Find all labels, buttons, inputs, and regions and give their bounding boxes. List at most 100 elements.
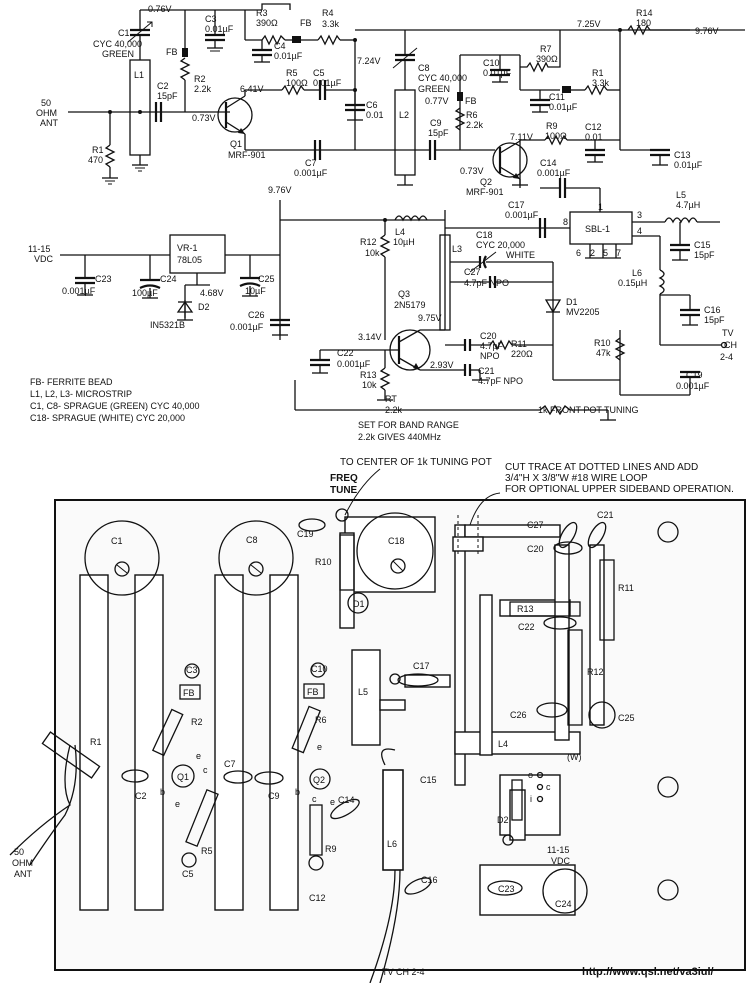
d2-part: IN5321B	[150, 320, 185, 330]
l4-label: L4	[395, 227, 405, 237]
pcb-label: FB	[307, 687, 319, 697]
c20-type: NPO	[480, 351, 500, 361]
c24-value: 100µF	[132, 288, 158, 298]
d1-label: D1	[566, 297, 578, 307]
voltage-label: 4.68V	[200, 288, 224, 298]
c15-label: C15	[694, 240, 711, 250]
c24-label: C24	[160, 274, 177, 284]
tv-output-label: TV	[722, 328, 734, 338]
pin-letter: b	[160, 787, 165, 797]
pcb-label: C9	[268, 791, 280, 801]
c18-trimmer	[356, 512, 434, 590]
pcb-label: D2	[497, 815, 509, 825]
supply-label: 11-15	[28, 244, 50, 254]
supply-label: VDC	[34, 254, 54, 264]
pcb-label: C25	[618, 713, 635, 723]
pin-letter: o	[528, 770, 533, 780]
c17-value: 0.001µF	[505, 210, 539, 220]
c19-value: 0.001µF	[676, 381, 710, 391]
pcb-label: L5	[358, 687, 368, 697]
pin-label: 1	[598, 202, 603, 212]
pcb-label: C24	[555, 899, 572, 909]
r3-label: R3	[256, 8, 268, 18]
c22-label: C22	[337, 348, 354, 358]
r10-label: R10	[594, 338, 611, 348]
pin-letter: b	[295, 787, 300, 797]
rt-value: 2.2k	[385, 405, 403, 415]
mounting-hole	[657, 776, 679, 798]
c5-value: 0.01µF	[313, 78, 342, 88]
voltage-label: 9.76V	[268, 185, 292, 195]
c26-value: 0.001µF	[230, 322, 264, 332]
io-labels: 50 OHM ANT 11-15 VDC TV CH 2-4	[28, 98, 737, 362]
antenna-label: OHM	[12, 858, 33, 868]
pin-letter: e	[330, 797, 335, 807]
c6-value: 0.01	[366, 110, 384, 120]
pcb-label: L6	[387, 839, 397, 849]
voltage-label: 9.75V	[418, 313, 442, 323]
c23-value: 0.001µF	[62, 286, 96, 296]
pcb-label: C10	[311, 664, 328, 674]
pcb-label: FB	[183, 688, 195, 698]
l1-label: L1	[134, 70, 144, 80]
pcb-label: R1	[90, 737, 102, 747]
freq-tune-label: FREQ	[330, 473, 358, 484]
c26-label: C26	[248, 310, 265, 320]
pin-label: 7	[616, 248, 621, 258]
pcb-label: R11	[618, 583, 634, 593]
c21-label: C21	[478, 366, 495, 376]
r11-value: 220Ω	[511, 349, 533, 359]
c1-value: CYC 40,000	[93, 39, 142, 49]
c25-value: 10µF	[245, 286, 266, 296]
c4-value: 0.01µF	[274, 51, 303, 61]
pin-letter: e	[196, 751, 201, 761]
r1b-value: 3.3k	[592, 78, 610, 88]
legend-line: C1, C8- SPRAGUE (GREEN) CYC 40,000	[30, 401, 200, 411]
pcb-label: L4	[498, 739, 508, 749]
c14-value: 0.001µF	[537, 168, 571, 178]
r6-value: 2.2k	[466, 120, 484, 130]
c25-capacitor	[588, 701, 616, 729]
legend-line: L1, L2, L3- MICROSTRIP	[30, 389, 132, 399]
pin-label: 6	[576, 248, 581, 258]
voltage-label: 2.93V	[430, 360, 454, 370]
c25-label: C25	[258, 274, 275, 284]
voltage-label: 0.77V	[425, 96, 449, 106]
pcb-labels: C1 C8 C18 C19 R10 D1 C27 C21 C20 R11 R13…	[90, 510, 635, 909]
voltage-label: 7.25V	[577, 19, 601, 29]
r2-value: 2.2k	[194, 84, 212, 94]
c11-value: 0.01µF	[549, 102, 578, 112]
pin-letter: e	[317, 742, 322, 752]
q3-part: 2N5179	[394, 300, 426, 310]
c8-value: CYC 40,000	[418, 73, 467, 83]
freq-tune-label: TUNE	[330, 485, 358, 496]
r13-value: 10k	[362, 380, 377, 390]
rt-label: RT	[385, 394, 397, 404]
pin-letter: c	[203, 765, 208, 775]
r7-label: R7	[540, 44, 552, 54]
c2-label: C2	[157, 81, 169, 91]
pcb-label: C12	[309, 893, 326, 903]
r12-value: 10k	[365, 248, 380, 258]
l3-label: L3	[452, 244, 462, 254]
ferrite-bead-label: FB	[465, 96, 477, 106]
pcb-label: C26	[510, 710, 527, 720]
pin-letter: c	[312, 794, 317, 804]
c16-label: C16	[704, 305, 721, 315]
c17-label: C17	[508, 200, 525, 210]
rt-note: SET FOR BAND RANGE	[358, 420, 459, 430]
pin-label: 3	[637, 210, 642, 220]
c16-value: 15pF	[704, 315, 725, 325]
voltage-label: 9.76V	[695, 26, 719, 36]
mounting-hole	[657, 521, 679, 543]
c24-capacitor	[542, 868, 588, 914]
c6-label: C6	[366, 100, 378, 110]
c18-value: CYC 20,000	[476, 240, 525, 250]
sbl-label: SBL-1	[585, 224, 610, 234]
pcb-label: C20	[527, 544, 544, 554]
copper-areas	[339, 512, 616, 916]
r3-value: 390Ω	[256, 18, 278, 28]
antenna-label: 50	[41, 98, 51, 108]
antenna-label: ANT	[14, 869, 33, 879]
pcb-label: C15	[420, 775, 437, 785]
